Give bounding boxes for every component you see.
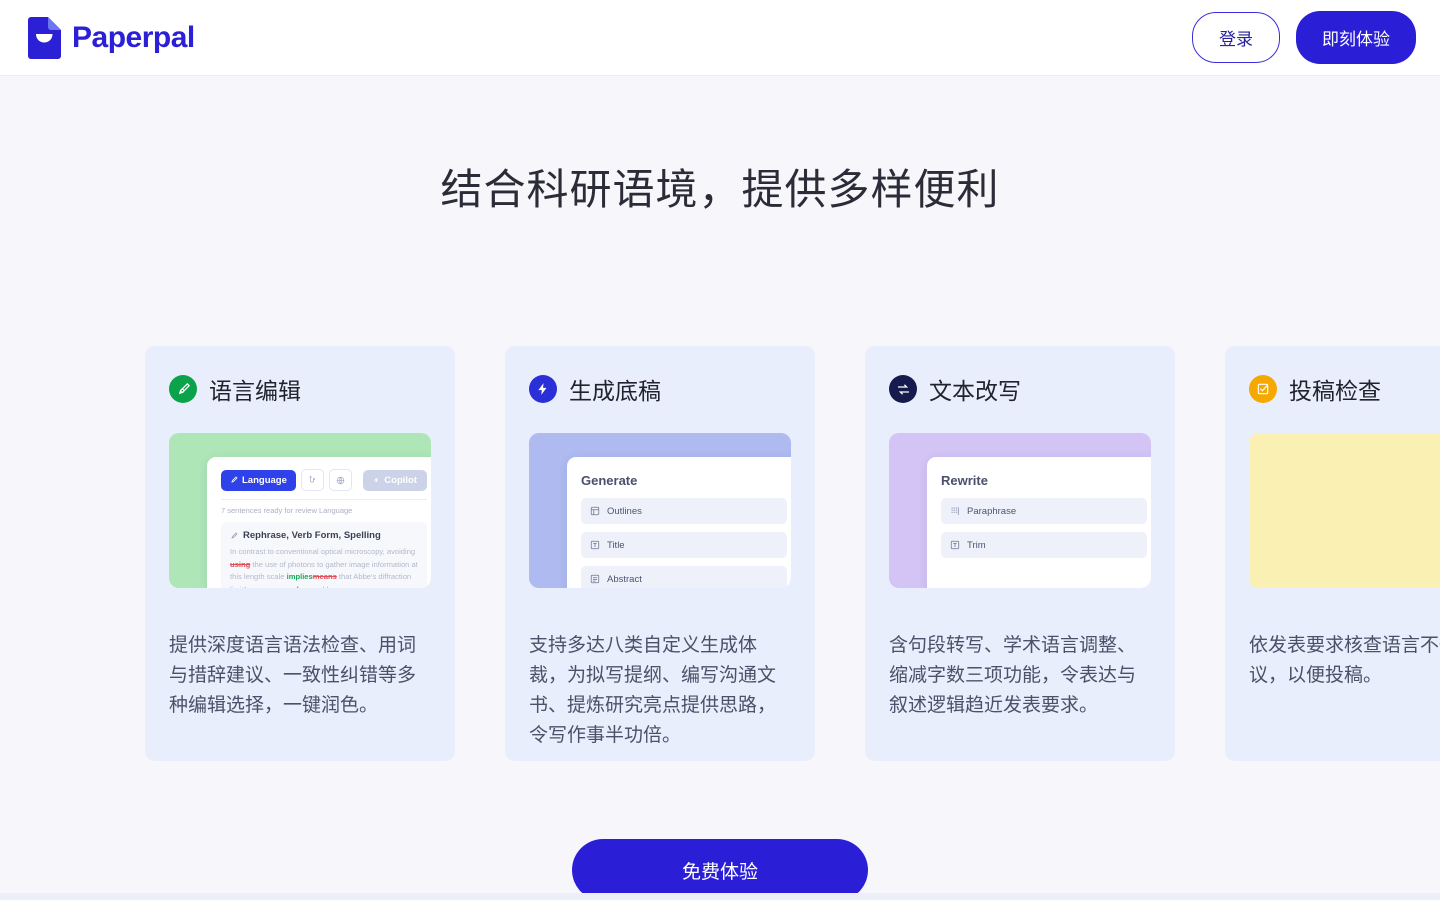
site-header: Paperpal 登录 即刻体验 bbox=[0, 0, 1440, 76]
feature-card-generate-draft[interactable]: 生成底稿 Generate Outlines bbox=[505, 346, 815, 761]
list-item-label: Paraphrase bbox=[967, 505, 1017, 517]
suggestion-text-2: the use of photons to gather image infor… bbox=[230, 559, 418, 582]
abstract-box-icon bbox=[590, 574, 600, 584]
list-item: Title bbox=[581, 532, 787, 558]
text-box-icon bbox=[950, 540, 960, 550]
card-title: 文本改写 bbox=[929, 378, 1021, 404]
copilot-button: Copilot bbox=[363, 469, 427, 491]
language-tab: Language bbox=[221, 469, 296, 491]
card-description: 提供深度语言语法检查、用词与措辞建议、一致性纠错等多种编辑选择，一键润色。 bbox=[169, 635, 417, 717]
copilot-label: Copilot bbox=[384, 474, 417, 486]
outline-grid-icon bbox=[590, 506, 600, 516]
card-preview-image: Language Copilot bbox=[169, 433, 431, 588]
preview-panel-title: Rewrite bbox=[941, 473, 988, 488]
suggestion-card: Rephrase, Verb Form, Spelling In contras… bbox=[221, 522, 427, 588]
card-header: 投稿检查 bbox=[1249, 372, 1440, 406]
feature-card-submission-check[interactable]: 投稿检查 依发表要求核查语言不一致建议，以便投稿。 bbox=[1225, 346, 1440, 761]
suggestion-text-4: no problem. bbox=[299, 585, 341, 588]
divider bbox=[221, 499, 427, 500]
inserted-word-1: implies bbox=[286, 572, 313, 582]
card-title: 生成底稿 bbox=[569, 378, 661, 404]
card-header: 文本改写 bbox=[889, 372, 1151, 406]
bolt-icon bbox=[529, 375, 557, 403]
language-tab-label: Language bbox=[242, 474, 287, 486]
feature-card-rewrite[interactable]: 文本改写 Rewrite Paraphrase bbox=[865, 346, 1175, 761]
card-header: 语言编辑 bbox=[169, 372, 431, 406]
card-title: 投稿检查 bbox=[1289, 378, 1381, 404]
logo[interactable]: Paperpal bbox=[24, 16, 195, 60]
card-title: 语言编辑 bbox=[209, 378, 301, 404]
pen-nib-icon bbox=[169, 375, 197, 403]
card-preview-image bbox=[1249, 433, 1440, 588]
suggestion-title-row: Rephrase, Verb Form, Spelling bbox=[230, 530, 418, 541]
list-item: Abstract bbox=[581, 566, 787, 588]
list-item-label: Outlines bbox=[607, 505, 642, 517]
preview-inner-panel: Language Copilot bbox=[207, 457, 431, 588]
list-item: Paraphrase bbox=[941, 498, 1147, 524]
list-item-label: Abstract bbox=[607, 573, 642, 585]
list-item-label: Title bbox=[607, 539, 625, 551]
logo-text: Paperpal bbox=[72, 20, 195, 54]
review-status-note: 7 sentences ready for review Language bbox=[221, 506, 353, 515]
preview-inner-panel: Generate Outlines Title bbox=[567, 457, 791, 588]
card-description: 含句段转写、学术语言调整、缩减字数三项功能，令表达与叙述逻辑趋近发表要求。 bbox=[889, 635, 1137, 717]
cta-section: 免费体验 bbox=[0, 839, 1440, 900]
free-trial-button[interactable]: 免费体验 bbox=[572, 839, 868, 900]
preview-toolbar: Language Copilot bbox=[221, 469, 427, 491]
page-title: 结合科研语境，提供多样便利 bbox=[440, 166, 1000, 213]
deleted-word-2: means bbox=[312, 572, 337, 582]
feature-card-language-edit[interactable]: 语言编辑 Language bbox=[145, 346, 455, 761]
card-preview-image: Generate Outlines Title bbox=[529, 433, 791, 588]
try-now-button[interactable]: 即刻体验 bbox=[1296, 11, 1416, 64]
globe-icon bbox=[329, 469, 353, 491]
suggestion-title: Rephrase, Verb Form, Spelling bbox=[243, 530, 381, 541]
card-preview-image: Rewrite Paraphrase Trim bbox=[889, 433, 1151, 588]
list-item: Trim bbox=[941, 532, 1147, 558]
bottom-divider bbox=[0, 893, 1440, 900]
branch-icon bbox=[300, 469, 325, 491]
suggestion-text-1: In contrast to conventional optical micr… bbox=[230, 547, 416, 556]
header-actions: 登录 即刻体验 bbox=[1192, 11, 1416, 64]
suggestion-body: In contrast to conventional optical micr… bbox=[230, 546, 418, 588]
deleted-word-3: unused bbox=[272, 585, 299, 588]
card-header: 生成底稿 bbox=[529, 372, 791, 406]
feature-cards-row: 语言编辑 Language bbox=[145, 346, 1440, 761]
list-item: Outlines bbox=[581, 498, 787, 524]
refresh-loop-icon bbox=[889, 375, 917, 403]
page-body: 结合科研语境，提供多样便利 语言编辑 bbox=[0, 76, 1440, 900]
checked-box-icon bbox=[1249, 375, 1277, 403]
suggestion-text-3: that Abbe's diffraction limit1 bbox=[230, 572, 412, 588]
paperpal-document-smile-logo-icon bbox=[26, 16, 62, 60]
feature-cards-carousel[interactable]: 语言编辑 Language bbox=[145, 346, 1440, 761]
login-button[interactable]: 登录 bbox=[1192, 12, 1280, 63]
list-item-label: Trim bbox=[967, 539, 986, 551]
card-description: 依发表要求核查语言不一致建议，以便投稿。 bbox=[1249, 635, 1440, 687]
deleted-word-1: using bbox=[230, 559, 251, 569]
dotted-grid-icon bbox=[950, 506, 960, 516]
preview-panel-title: Generate bbox=[581, 473, 638, 488]
card-description: 支持多达八类自定义生成体裁，为拟写提纲、编写沟通文书、提炼研究亮点提供思路，令写… bbox=[529, 635, 777, 747]
text-box-icon bbox=[590, 540, 600, 550]
inserted-word-2: poses bbox=[250, 585, 272, 588]
preview-inner-panel: Rewrite Paraphrase Trim bbox=[927, 457, 1151, 588]
